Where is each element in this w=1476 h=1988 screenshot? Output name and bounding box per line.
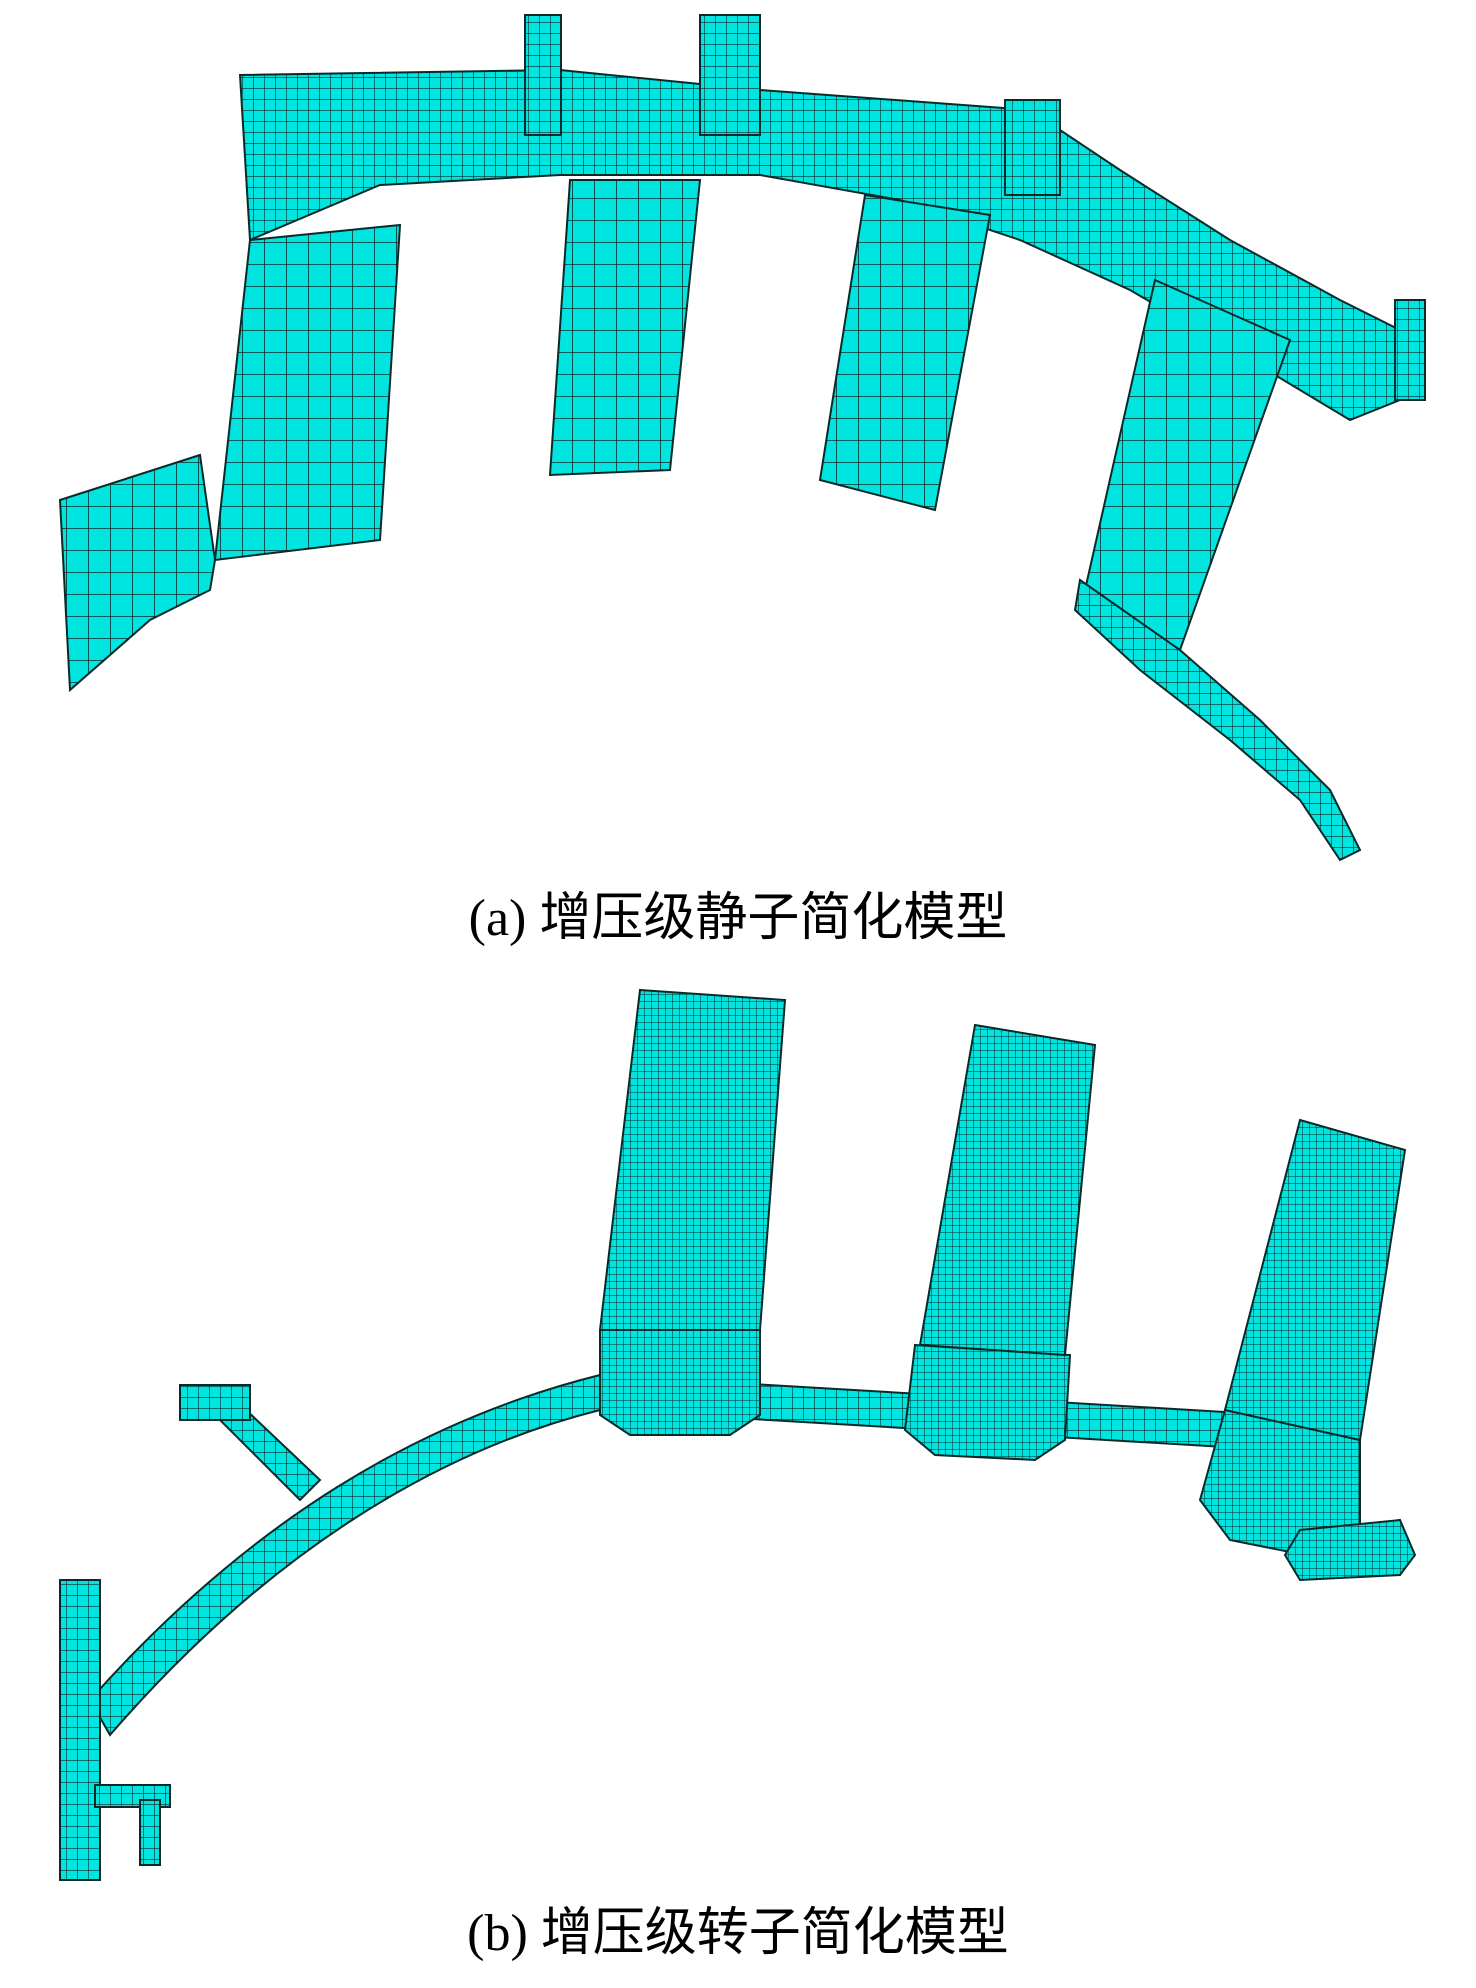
stator-flange-1 xyxy=(524,14,562,136)
caption-b: (b) 增压级转子简化模型 xyxy=(467,1905,1009,1962)
rotor-blade-3 xyxy=(1223,1118,1407,1442)
stator-model xyxy=(58,14,1426,862)
rotor-rear-hub xyxy=(1283,1518,1417,1582)
rotor-front-leg xyxy=(139,1799,161,1866)
stator-vane-2 xyxy=(548,179,702,477)
stator-vane-4 xyxy=(1083,278,1292,652)
rotor-disk-1 xyxy=(599,1329,761,1436)
stator-inlet-shroud xyxy=(58,453,217,693)
stator-vane-1 xyxy=(213,223,402,562)
stator-flange-3 xyxy=(1004,99,1061,196)
rotor-blade-2 xyxy=(918,1023,1097,1357)
rotor-disk-2 xyxy=(903,1343,1072,1462)
caption-a: (a) 增压级静子简化模型 xyxy=(469,890,1008,947)
stator-vane-3 xyxy=(818,193,992,512)
rotor-model xyxy=(59,988,1417,1881)
stator-flange-4 xyxy=(1394,299,1426,401)
stator-inner-arc xyxy=(1073,578,1362,862)
rotor-blade-1 xyxy=(598,988,787,1331)
stator-flange-2 xyxy=(699,14,761,136)
rotor-strut-cap xyxy=(179,1384,251,1421)
rotor-front-post xyxy=(59,1579,101,1881)
